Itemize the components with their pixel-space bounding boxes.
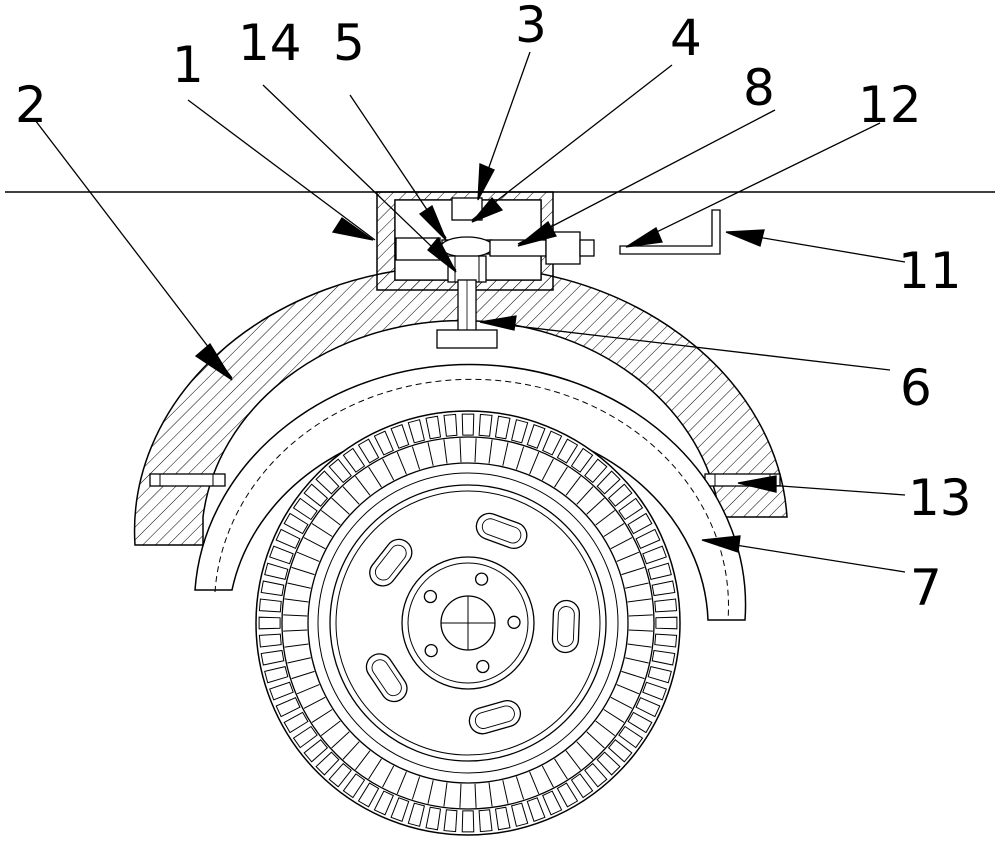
callout-label-12: 12: [858, 76, 922, 134]
callout-label-3: 3: [515, 0, 547, 54]
lug-bolt: [508, 616, 520, 628]
callout-label-5: 5: [333, 14, 365, 72]
callout-label-8: 8: [743, 59, 775, 117]
callout-label-7: 7: [910, 559, 942, 617]
callout-label-1: 1: [172, 36, 204, 94]
l-bracket: [620, 210, 720, 254]
fender-bolt-left: [150, 474, 225, 486]
tread-block: [479, 414, 492, 436]
lug-bolt: [425, 645, 437, 657]
lug-bolt: [476, 573, 488, 585]
worm-gear: [441, 237, 493, 257]
wheel-rim: [330, 485, 606, 761]
tread-block: [259, 617, 280, 629]
tread-block: [655, 634, 677, 647]
tread-block: [656, 617, 677, 629]
callout-label-6: 6: [900, 359, 932, 417]
tread-block: [444, 414, 457, 436]
tread-block: [655, 599, 677, 612]
tread-block: [259, 634, 281, 647]
callout-label-13: 13: [908, 469, 972, 527]
tread-block: [259, 599, 281, 612]
tread-block: [444, 810, 457, 832]
tread-block: [462, 414, 474, 435]
rim-slot: [552, 600, 580, 653]
screw-foot: [437, 330, 497, 348]
callout-label-11: 11: [898, 242, 962, 300]
shaft-part-8: [490, 240, 546, 256]
lug-bolt: [477, 661, 489, 673]
callout-label-14: 14: [238, 14, 302, 72]
motor-end: [580, 240, 594, 256]
tread-block: [462, 811, 474, 832]
callout-label-4: 4: [670, 9, 702, 67]
callout-label-2: 2: [15, 76, 47, 134]
tread-block: [479, 810, 492, 832]
lug-bolt: [424, 591, 436, 603]
